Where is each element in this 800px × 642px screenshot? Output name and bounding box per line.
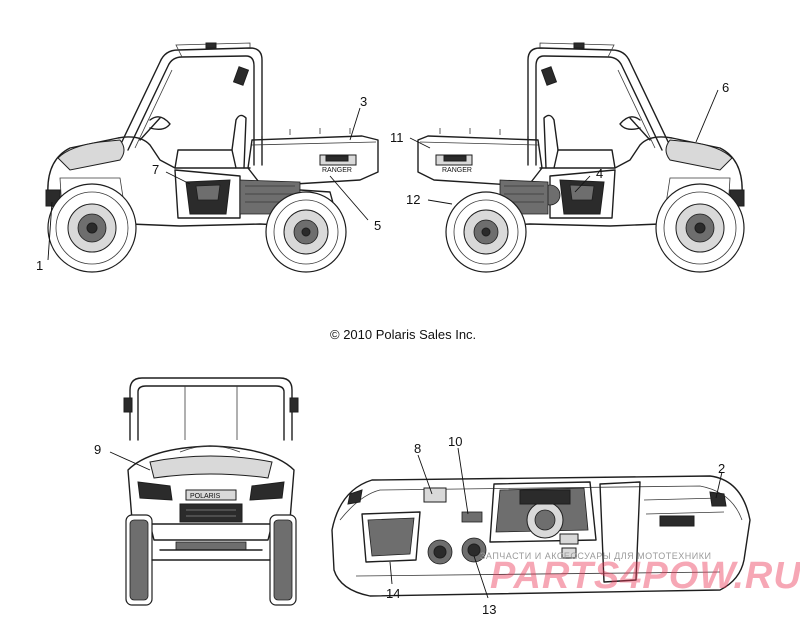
callout-5: 5 <box>374 218 381 233</box>
watermark-logo: PARTS4POW.RU <box>490 555 800 597</box>
callout-9: 9 <box>94 442 101 457</box>
front-wheel-left-view <box>47 183 137 273</box>
dashboard-view <box>331 475 751 597</box>
callout-6: 6 <box>722 80 729 95</box>
rear-wheel-right-view <box>445 191 527 273</box>
copyright-notice: © 2010 Polaris Sales Inc. <box>330 327 477 342</box>
rear-wheel-left-view <box>265 191 347 273</box>
callout-14: 14 <box>386 586 400 601</box>
callout-10: 10 <box>448 434 462 449</box>
decal-brand-text-right: RANGER <box>442 167 472 174</box>
decal-badge-text-front: POLARIS <box>190 493 221 500</box>
callout-7: 7 <box>152 162 159 177</box>
callout-2: 2 <box>718 461 725 476</box>
watermark-tagline: ЗАПЧАСТИ И АКСЕССУАРЫ ДЛЯ МОТОТЕХНИКИ <box>480 551 712 561</box>
callout-leaders <box>47 89 723 599</box>
decal-brand-text-left: RANGER <box>322 167 352 174</box>
callout-4: 4 <box>596 166 603 181</box>
vehicle-right-side-view: RANGER <box>417 42 745 273</box>
callout-11: 11 <box>390 130 404 145</box>
callout-8: 8 <box>414 441 421 456</box>
vehicle-front-view: POLARIS <box>123 377 299 606</box>
vehicle-left-side-view: RANGER <box>45 42 379 273</box>
callout-12: 12 <box>406 192 420 207</box>
callout-13: 13 <box>482 602 496 617</box>
front-wheel-right-view <box>655 183 745 273</box>
callout-3: 3 <box>360 94 367 109</box>
callout-1: 1 <box>36 258 43 273</box>
